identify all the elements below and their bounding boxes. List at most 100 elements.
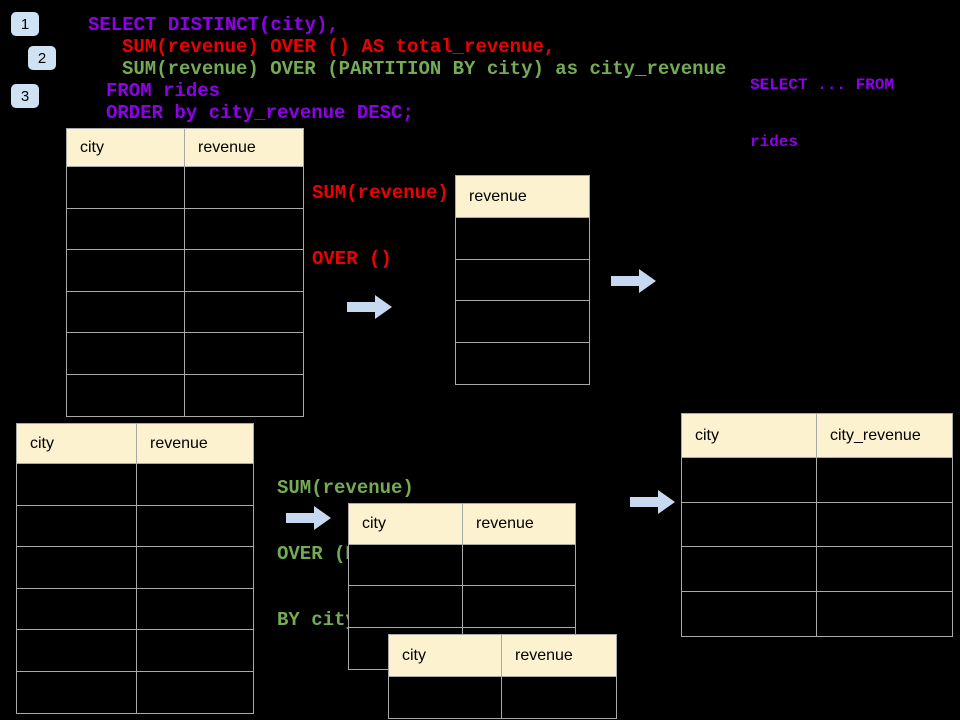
total-revenue-annotation-line1: SUM(revenue) <box>312 182 449 204</box>
table-header-row: city revenue <box>389 635 616 677</box>
table-row <box>17 505 253 547</box>
flow-arrow-partition-result <box>630 489 676 515</box>
table-row <box>17 671 253 713</box>
table-row <box>349 545 575 587</box>
column-header-city: city <box>67 129 185 167</box>
side-note: SELECT ... FROM rides <box>750 38 894 171</box>
table-cell-empty <box>17 630 137 672</box>
sql-line-partition: SUM(revenue) OVER (PARTITION BY city) as… <box>122 58 727 80</box>
table-row <box>682 591 952 636</box>
flow-arrow-total-result <box>611 268 657 294</box>
column-header-revenue: revenue <box>463 504 575 545</box>
column-header-city: city <box>389 635 502 677</box>
table-cell-empty <box>67 250 185 292</box>
step-badge-1: 1 <box>11 12 39 36</box>
table-row <box>67 250 303 292</box>
table-row <box>17 464 253 506</box>
column-header-city: city <box>349 504 463 545</box>
table-cell-empty <box>349 586 463 628</box>
table-cell-empty <box>185 291 303 333</box>
table-row <box>456 218 589 260</box>
flow-arrow-total <box>347 294 393 320</box>
table-cell-empty <box>17 671 137 713</box>
table-cell-empty <box>137 630 253 672</box>
sql-line-select: SELECT DISTINCT(city), <box>88 14 339 36</box>
table-partition-result: city city_revenue <box>681 413 953 637</box>
partition-annotation-line1: SUM(revenue) <box>277 477 414 499</box>
column-header-revenue: revenue <box>456 176 589 218</box>
sql-line-from: FROM rides <box>106 80 221 102</box>
table-cell-empty <box>67 167 185 209</box>
table-row <box>682 502 952 547</box>
table-cell-empty <box>17 588 137 630</box>
table-cell-empty <box>137 464 253 506</box>
table-row <box>17 588 253 630</box>
table-cell-empty <box>456 342 589 384</box>
table-cell-empty <box>817 502 952 547</box>
table-cell-empty <box>682 547 817 592</box>
step-badge-2: 2 <box>28 46 56 70</box>
table-cell-empty <box>185 208 303 250</box>
sql-line-order: ORDER by city_revenue DESC; <box>106 102 414 124</box>
table-row <box>349 586 575 628</box>
table-cell-empty <box>682 458 817 503</box>
table-partition-step-overlay: city revenue <box>388 634 617 719</box>
table-cell-empty <box>456 259 589 301</box>
table-cell-empty <box>185 333 303 375</box>
table-header-row: city revenue <box>67 129 303 167</box>
table-cell-empty <box>817 591 952 636</box>
table-cell-empty <box>817 547 952 592</box>
table-cell-empty <box>456 218 589 260</box>
table-cell-empty <box>817 458 952 503</box>
table-row <box>67 208 303 250</box>
table-cell-empty <box>502 677 616 718</box>
table-source-bottom: city revenue <box>16 423 254 714</box>
table-cell-empty <box>463 586 575 628</box>
table-cell-empty <box>137 547 253 589</box>
total-revenue-annotation: SUM(revenue) OVER () <box>312 138 449 292</box>
table-row <box>67 167 303 209</box>
table-row <box>456 259 589 301</box>
side-note-line1: SELECT ... FROM <box>750 76 895 94</box>
table-cell-empty <box>185 250 303 292</box>
flow-arrow-partition <box>286 505 332 531</box>
column-header-revenue: revenue <box>137 424 253 464</box>
table-row <box>17 630 253 672</box>
table-cell-empty <box>17 547 137 589</box>
table-cell-empty <box>682 502 817 547</box>
side-note-line2: rides <box>750 133 799 151</box>
table-row <box>17 547 253 589</box>
column-header-revenue: revenue <box>185 129 303 167</box>
table-cell-empty <box>17 505 137 547</box>
table-row <box>456 301 589 343</box>
table-header-row: revenue <box>456 176 589 218</box>
table-cell-empty <box>185 167 303 209</box>
table-cell-empty <box>67 374 185 416</box>
table-cell-empty <box>67 208 185 250</box>
column-header-city: city <box>17 424 137 464</box>
table-cell-empty <box>67 291 185 333</box>
table-header-row: city revenue <box>349 504 575 545</box>
column-header-city-revenue: city_revenue <box>817 414 952 458</box>
column-header-revenue: revenue <box>502 635 616 677</box>
sql-line-total: SUM(revenue) OVER () AS total_revenue, <box>122 36 556 58</box>
table-cell-empty <box>682 591 817 636</box>
table-row <box>67 291 303 333</box>
table-cell-empty <box>389 677 502 718</box>
table-cell-empty <box>349 545 463 587</box>
table-total-result: revenue <box>455 175 590 385</box>
table-cell-empty <box>17 464 137 506</box>
table-row <box>389 677 616 718</box>
total-revenue-annotation-line2: OVER () <box>312 248 392 270</box>
table-row <box>682 547 952 592</box>
table-cell-empty <box>185 374 303 416</box>
table-source-top: city revenue <box>66 128 304 417</box>
table-row <box>67 333 303 375</box>
table-row <box>456 342 589 384</box>
step-badge-3: 3 <box>11 84 39 108</box>
table-cell-empty <box>463 545 575 587</box>
table-cell-empty <box>67 333 185 375</box>
table-cell-empty <box>137 671 253 713</box>
table-header-row: city revenue <box>17 424 253 464</box>
table-row <box>682 458 952 503</box>
